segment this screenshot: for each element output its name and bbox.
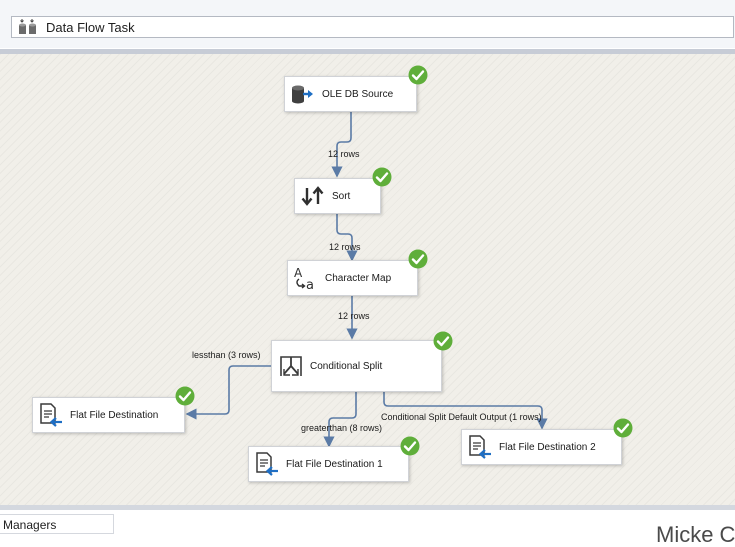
success-check-icon: [433, 331, 453, 351]
connection-managers-area: Managers Micke C: [0, 510, 735, 546]
flat-file-destination-icon: [467, 435, 493, 459]
bottom-separator: [0, 505, 735, 510]
path-label-greaterthan: greaterthan (8 rows): [301, 423, 383, 433]
path-source-to-sort: [331, 112, 352, 178]
path-label-charmap-to-split: 12 rows: [338, 311, 370, 321]
component-label: OLE DB Source: [322, 88, 394, 100]
component-flat-file-destination-1[interactable]: Flat File Destination 1: [248, 446, 409, 482]
sort-icon: [300, 185, 326, 207]
component-label: Flat File Destination 1: [286, 458, 383, 470]
task-title: Data Flow Task: [46, 19, 135, 35]
designer-header: Data Flow Task: [0, 0, 735, 48]
component-label: Sort: [332, 190, 351, 202]
path-default-output: [383, 392, 548, 430]
svg-text:a: a: [306, 278, 314, 290]
path-label-default-output: Conditional Split Default Output (1 rows…: [381, 412, 542, 422]
success-check-icon: [613, 418, 633, 438]
component-ole-db-source[interactable]: OLE DB Source: [284, 76, 417, 112]
cut-off-text: Micke C: [656, 522, 735, 547]
conditional-split-icon: [278, 355, 304, 377]
path-label-sort-to-charmap: 12 rows: [329, 242, 361, 252]
flat-file-destination-icon: [38, 403, 64, 427]
component-character-map[interactable]: A a Character Map: [287, 260, 418, 296]
data-flow-task-icon: [18, 18, 38, 36]
managers-tab[interactable]: Managers: [0, 514, 114, 534]
header-separator: [0, 49, 735, 54]
path-label-lessthan: lessthan (3 rows): [192, 350, 261, 360]
success-check-icon: [400, 436, 420, 456]
svg-text:A: A: [294, 266, 303, 280]
component-flat-file-destination[interactable]: Flat File Destination: [32, 397, 185, 433]
path-label-source-to-sort: 12 rows: [328, 149, 360, 159]
component-label: Character Map: [325, 272, 392, 284]
success-check-icon: [408, 65, 428, 85]
path-sort-to-charmap: [336, 210, 358, 262]
component-label: Flat File Destination: [70, 409, 159, 421]
data-flow-paths: [185, 112, 548, 448]
path-greaterthan: [323, 392, 357, 448]
data-flow-task-selector[interactable]: Data Flow Task: [11, 16, 734, 38]
component-sort[interactable]: Sort: [294, 178, 381, 214]
path-lessthan: [185, 365, 271, 420]
component-label: Conditional Split: [310, 360, 383, 372]
data-flow-canvas[interactable]: 12 rows 12 rows 12 rows lessthan (3 rows…: [0, 54, 735, 506]
success-check-icon: [408, 249, 428, 269]
component-label: Flat File Destination 2: [499, 441, 596, 453]
database-source-icon: [290, 83, 316, 105]
success-check-icon: [175, 386, 195, 406]
component-flat-file-destination-2[interactable]: Flat File Destination 2: [461, 429, 622, 465]
character-map-icon: A a: [293, 266, 319, 290]
success-check-icon: [372, 167, 392, 187]
component-conditional-split[interactable]: Conditional Split: [271, 340, 442, 392]
flat-file-destination-icon: [254, 452, 280, 476]
